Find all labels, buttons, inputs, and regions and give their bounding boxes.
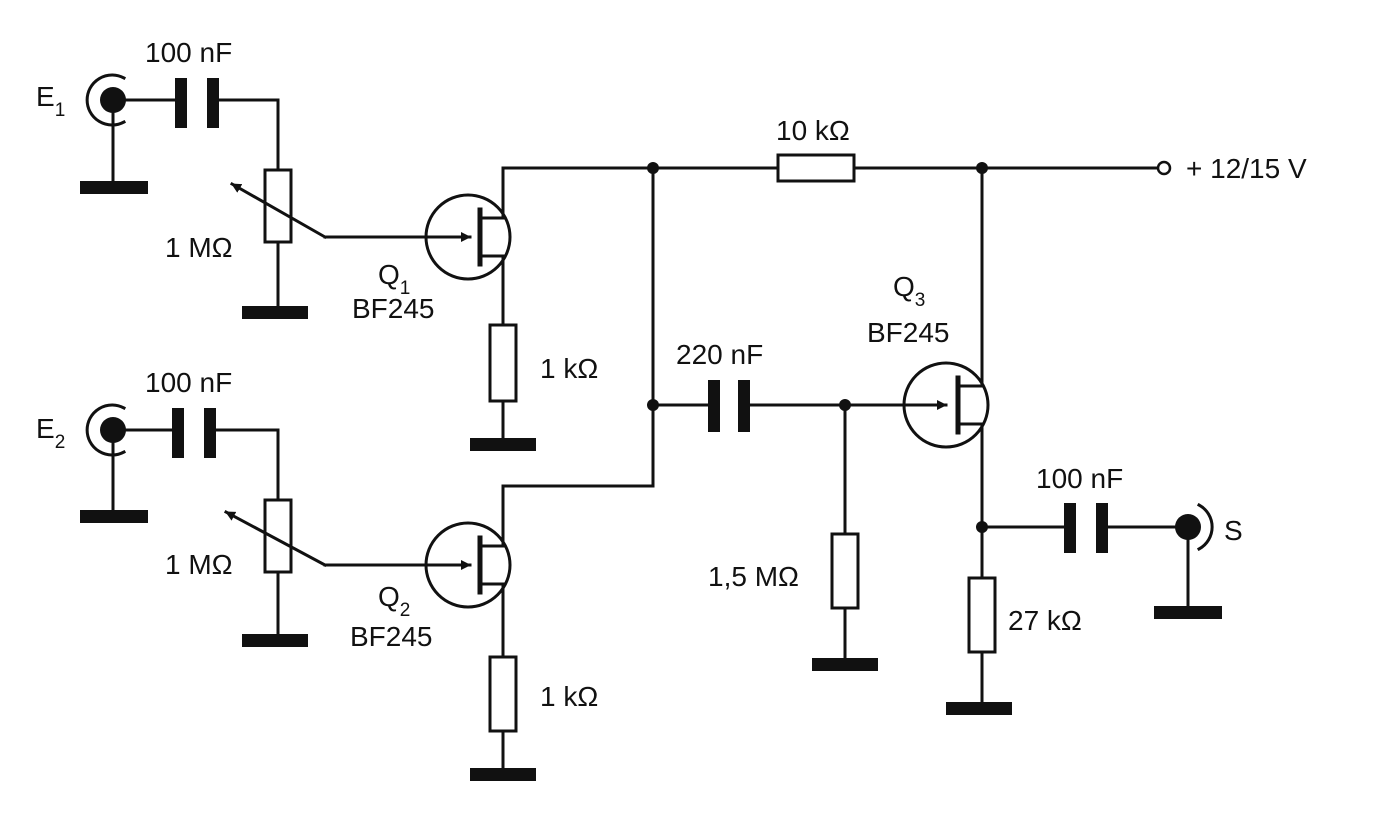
capacitor-c2 — [172, 408, 216, 458]
r-source-q3-value: 27 kΩ — [1008, 605, 1082, 636]
capacitor-c2-value: 100 nF — [145, 367, 232, 398]
r-drain-value: 10 kΩ — [776, 115, 850, 146]
pot2-value: 1 MΩ — [165, 549, 233, 580]
resistor-gate-q3 — [812, 403, 878, 671]
transistor-q1 — [424, 166, 512, 327]
supply-label: + 12/15 V — [1186, 153, 1307, 184]
resistor-source-q1 — [470, 323, 536, 451]
ground-symbol — [80, 181, 148, 194]
capacitor-c1 — [175, 78, 219, 128]
potentiometer-1 — [229, 168, 328, 319]
input-e2-label: E2 — [36, 413, 65, 453]
resistor-source-q3 — [946, 576, 1012, 715]
q2-label: Q2 — [378, 581, 410, 621]
q3-part: BF245 — [867, 317, 950, 348]
capacitor-c4-value: 100 nF — [1036, 463, 1123, 494]
capacitor-c4 — [1064, 503, 1108, 553]
capacitor-c1-value: 100 nF — [145, 37, 232, 68]
output-jack-s — [1154, 502, 1222, 619]
capacitor-c3 — [708, 380, 750, 432]
r-source-q1-value: 1 kΩ — [540, 353, 598, 384]
transistor-q3 — [902, 166, 990, 580]
r-gate-q3-value: 1,5 MΩ — [708, 561, 799, 592]
transistor-q2 — [424, 521, 512, 659]
q1-part: BF245 — [352, 293, 435, 324]
resistor-source-q2 — [470, 655, 536, 781]
q2-part: BF245 — [350, 621, 433, 652]
pot1-value: 1 MΩ — [165, 232, 233, 263]
capacitor-c3-value: 220 nF — [676, 339, 763, 370]
supply-terminal — [1156, 160, 1172, 176]
q1-label: Q1 — [378, 259, 410, 299]
potentiometer-2 — [223, 498, 328, 647]
output-label: S — [1224, 515, 1243, 546]
r-source-q2-value: 1 kΩ — [540, 681, 598, 712]
input-e1-label: E1 — [36, 81, 65, 121]
input-jack-e2 — [80, 403, 148, 523]
input-jack-e1 — [80, 73, 148, 194]
q3-label: Q3 — [893, 271, 925, 311]
resistor-drain-10k — [776, 153, 856, 183]
